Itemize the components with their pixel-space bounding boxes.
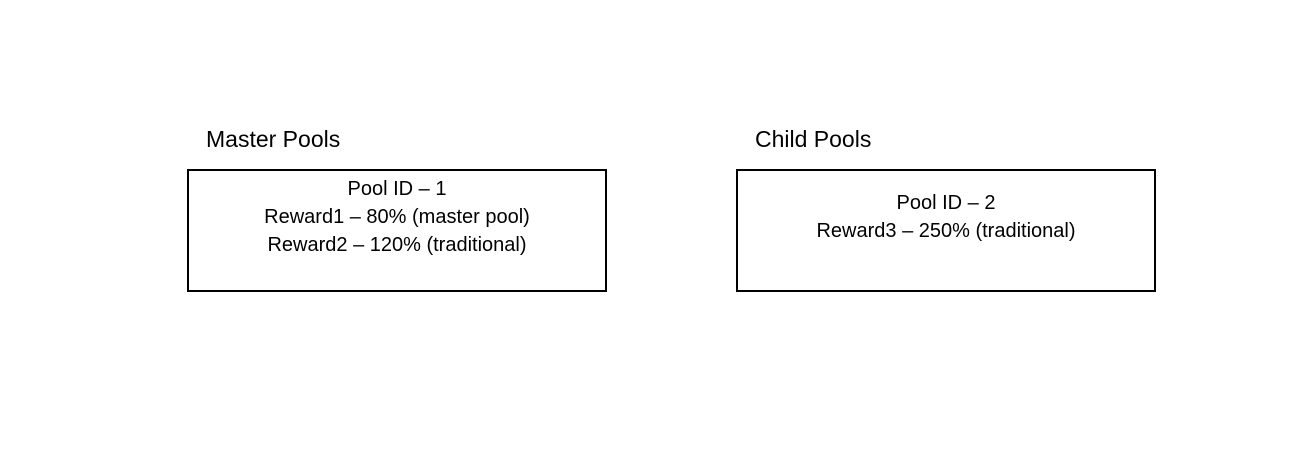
reward-line: Reward2 – 120% (traditional) — [267, 234, 527, 256]
master-pool-box: Pool ID – 1 Reward1 – 80% (master pool) … — [187, 169, 607, 292]
master-pools-title: Master Pools — [206, 126, 341, 152]
child-pools-title: Child Pools — [755, 126, 872, 152]
pool-id-label: Pool ID – 1 — [347, 178, 447, 200]
pool-id-label: Pool ID – 2 — [896, 192, 996, 214]
child-pool-box: Pool ID – 2 Reward3 – 250% (traditional) — [736, 169, 1156, 292]
reward-line: Reward3 – 250% (traditional) — [816, 220, 1076, 242]
reward-line: Reward1 – 80% (master pool) — [264, 206, 530, 228]
